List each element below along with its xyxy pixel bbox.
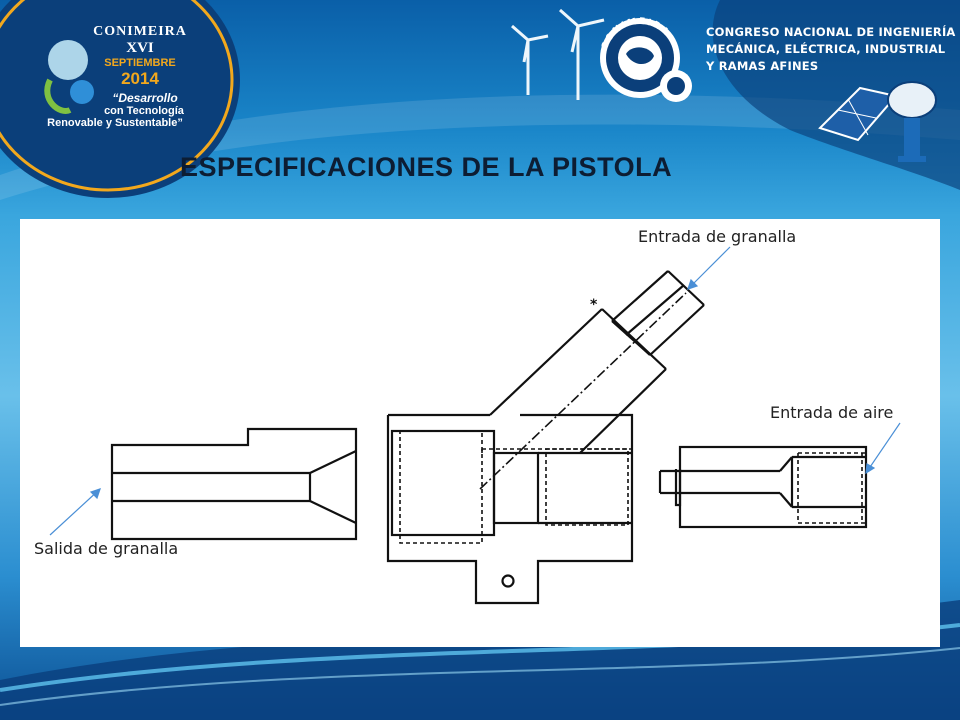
logo-name: CONIMEIRA [93, 24, 187, 39]
diagram-panel: * Entrada de granalla Entrada de aire Sa… [20, 219, 940, 647]
congress-line-1: CONGRESO NACIONAL DE INGENIERÍA [706, 25, 956, 39]
event-logo: CONIMEIRA XVI SEPTIEMBRE 2014 “Desarroll… [40, 24, 190, 129]
arrow-entrada-granalla [687, 246, 731, 290]
label-entrada-aire: Entrada de aire [770, 403, 894, 422]
label-entrada-granalla: Entrada de granalla [638, 227, 797, 246]
air-inlet-part [658, 445, 868, 529]
slide-title: ESPECIFICACIONES DE LA PISTOLA [180, 152, 673, 182]
logo-slogan-3: Renovable y Sustentable” [47, 117, 183, 129]
logo-slogan-2: con Tecnología [104, 105, 184, 117]
energy-bulb-icon [44, 40, 94, 114]
satellite-dish-icon [887, 81, 937, 162]
congress-line-2: MECÁNICA, ELÉCTRICA, INDUSTRIAL [706, 42, 946, 56]
diagram-marker: * [590, 297, 598, 313]
arrow-salida-granalla [49, 488, 101, 536]
arrow-entrada-aire [865, 422, 901, 474]
conimeira-seal-icon [600, 18, 692, 102]
congress-name: CONGRESO NACIONAL DE INGENIERÍA MECÁNICA… [706, 24, 956, 75]
congress-line-3: Y RAMAS AFINES [706, 59, 819, 73]
logo-edition: XVI [126, 40, 154, 56]
gun-technical-drawing: * [49, 246, 901, 605]
nozzle-part [110, 427, 358, 541]
logo-slogan-1: “Desarrollo [112, 91, 178, 105]
logo-month: SEPTIEMBRE [104, 57, 176, 69]
gun-body-part [386, 270, 705, 605]
label-salida-granalla: Salida de granalla [34, 539, 179, 558]
wind-turbine-icon [511, 8, 605, 100]
logo-year: 2014 [121, 69, 159, 88]
